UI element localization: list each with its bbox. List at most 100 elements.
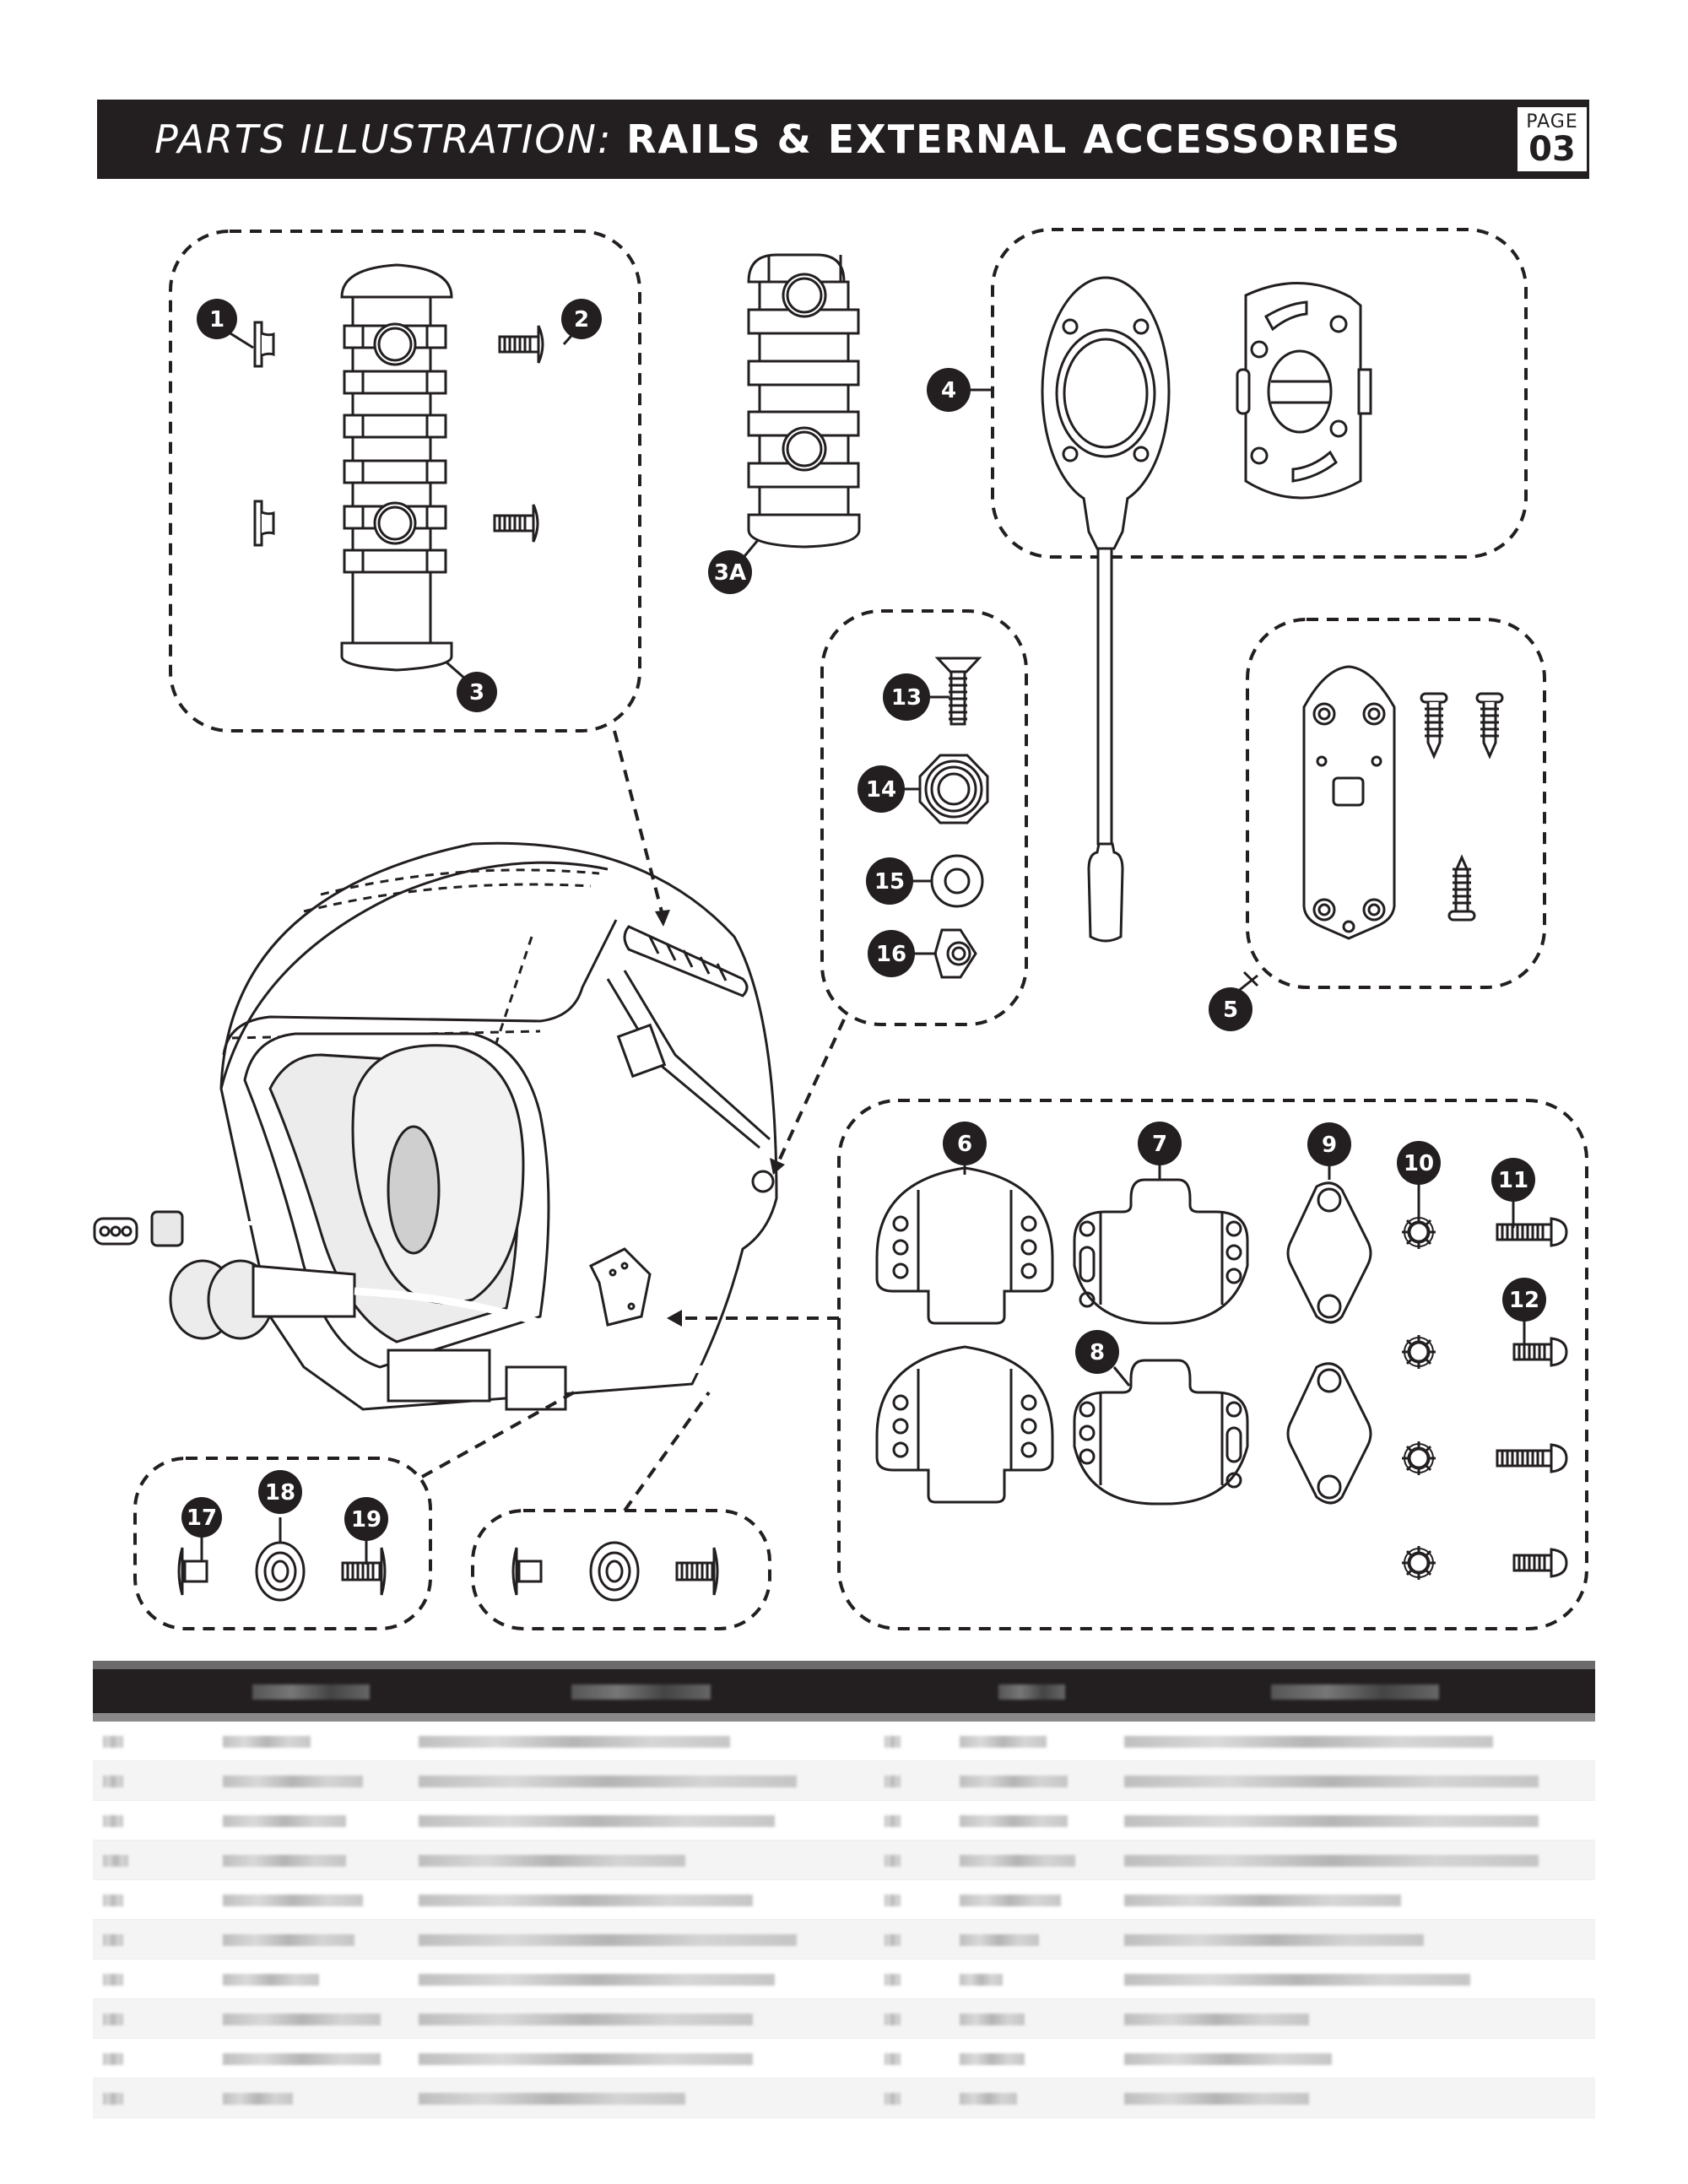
redacted-text — [884, 1895, 901, 1906]
grommet-part-18 — [255, 1541, 306, 1602]
redacted-text — [884, 2053, 901, 2065]
table-cell-redacted — [874, 1760, 950, 1801]
redacted-text — [418, 1934, 798, 1946]
table-header-cell — [949, 1661, 1115, 1722]
callout-2: 2 — [561, 299, 602, 339]
table-cell-redacted — [213, 1760, 408, 1801]
redacted-text — [103, 1895, 123, 1906]
callout-9: 9 — [1307, 1122, 1351, 1166]
redacted-text — [103, 1815, 123, 1827]
callout-label: 3 — [469, 680, 484, 705]
table-row — [93, 1717, 1595, 1761]
table-cell-redacted — [408, 1879, 874, 1920]
redacted-text — [1124, 2014, 1309, 2025]
callout-3a: 3A — [708, 550, 752, 594]
callout-label: 14 — [866, 777, 896, 803]
callout-label: 3A — [714, 560, 746, 586]
redacted-text — [418, 1895, 753, 1906]
mount-plate-outline — [1246, 618, 1546, 989]
mount-plate-group: 5 — [1209, 618, 1546, 1031]
callout-8: 8 — [1075, 1330, 1119, 1374]
table-cell-redacted — [408, 1760, 874, 1801]
long-rail-part-3 — [340, 263, 453, 672]
callout-label: 1 — [209, 307, 225, 332]
nut-part-14 — [918, 754, 989, 824]
table-cell-redacted — [213, 1840, 408, 1880]
table-cell-redacted — [213, 2078, 408, 2118]
hardware-kit-group: 13 14 15 16 — [820, 609, 1028, 1026]
helmet-illustration — [93, 841, 778, 1411]
redacted-text — [418, 2053, 753, 2065]
callout-label: 15 — [874, 869, 905, 895]
callout-17: 17 — [181, 1497, 222, 1538]
redacted-text — [103, 1934, 123, 1946]
callout-label: 16 — [876, 942, 906, 967]
callout-18: 18 — [258, 1470, 302, 1514]
table-header-cell — [1114, 1661, 1595, 1722]
callout-7: 7 — [1138, 1122, 1182, 1165]
rivet-post-part-1-b — [253, 500, 275, 547]
side-plate-outline — [837, 1099, 1588, 1630]
table-cell-redacted — [213, 2038, 408, 2079]
redacted-text — [418, 2093, 686, 2105]
redacted-text — [223, 2093, 294, 2105]
mic-mount-outline — [991, 228, 1528, 559]
table-cell-redacted — [874, 1998, 950, 2039]
redacted-text — [959, 1895, 1061, 1906]
plate-part-6-b — [875, 1345, 1054, 1504]
callout-15: 15 — [866, 857, 913, 905]
redacted-text — [223, 1855, 346, 1867]
redacted-text — [884, 1855, 901, 1867]
screw-part-19 — [341, 1547, 387, 1596]
gasket-part-9 — [1286, 1181, 1372, 1324]
redacted-text — [223, 1815, 346, 1827]
table-cell-redacted — [1114, 1919, 1595, 1960]
table-cell-redacted — [1114, 2038, 1595, 2079]
table-cell-redacted — [949, 1800, 1115, 1841]
screw-part-2-b — [493, 503, 539, 543]
table-cell-redacted — [949, 2038, 1115, 2079]
redacted-text — [1124, 1736, 1493, 1748]
table-row — [93, 1800, 1595, 1841]
chinstrap-hardware-right-group — [471, 1509, 771, 1630]
redacted-text — [223, 1974, 320, 1986]
redacted-text — [223, 2014, 381, 2025]
table-cell-redacted — [213, 1998, 408, 2039]
short-rail-group: 3A — [708, 253, 861, 594]
redacted-text — [418, 1776, 798, 1787]
redacted-text — [959, 1736, 1047, 1748]
redacted-text — [1124, 2053, 1332, 2065]
table-header-row — [93, 1661, 1595, 1722]
callout-16: 16 — [868, 930, 915, 977]
short-bolt-part-12-b — [1512, 1548, 1568, 1578]
table-cell-redacted — [408, 1998, 874, 2039]
table-cell-redacted — [213, 1800, 408, 1841]
table-row — [93, 1879, 1595, 1920]
hardware-kit-outline — [820, 609, 1028, 1026]
redacted-text — [103, 1855, 128, 1867]
redacted-text — [884, 1736, 901, 1748]
table-row — [93, 1760, 1595, 1801]
callout-label: 12 — [1509, 1288, 1539, 1313]
table-cell-redacted — [874, 1879, 950, 1920]
redacted-text — [959, 2093, 1018, 2105]
redacted-text — [103, 2093, 123, 2105]
redacted-text — [223, 1934, 354, 1946]
table-cell-redacted — [408, 1840, 874, 1880]
screw-part-2 — [498, 324, 544, 365]
lock-washer-part-10 — [1400, 1214, 1437, 1251]
wood-screw-c — [1447, 854, 1476, 922]
gasket-part-9-b — [1286, 1362, 1372, 1505]
table-cell-redacted — [408, 1959, 874, 1999]
redacted-text — [959, 2014, 1025, 2025]
washer-part-15 — [930, 854, 984, 908]
callout-label: 8 — [1090, 1340, 1105, 1365]
lock-washer-part-10-d — [1400, 1544, 1437, 1581]
post-part-17 — [177, 1547, 208, 1596]
parts-illustration: .ln{fill:none;stroke:#231f20;stroke-widt… — [93, 228, 1588, 1630]
redacted-text — [103, 1776, 123, 1787]
table-cell-redacted — [93, 1959, 214, 1999]
plate-part-8 — [1073, 1359, 1249, 1506]
callout-5: 5 — [1209, 987, 1252, 1031]
table-row — [93, 1959, 1595, 1999]
